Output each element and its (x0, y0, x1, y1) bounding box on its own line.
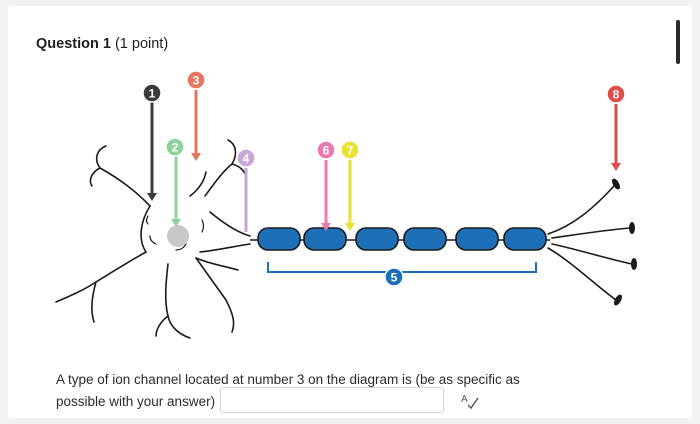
label-1-badge: 1 (142, 83, 162, 103)
svg-text:A: A (461, 394, 468, 405)
question-number: Question 1 (36, 36, 111, 52)
question-points: (1 point) (114, 36, 169, 52)
label-6-badge: 6 (316, 140, 336, 160)
question-prompt: A type of ion channel located at number … (56, 372, 520, 409)
label-3-text: 3 (193, 74, 200, 88)
axon-terminals (612, 178, 637, 306)
label-pointers (150, 90, 618, 232)
label-6-text: 6 (323, 144, 330, 158)
myelin-sheath (257, 227, 547, 251)
label-2-text: 2 (172, 141, 179, 155)
scrollbar-thumb[interactable] (676, 20, 680, 64)
label-5-text: 5 (391, 271, 398, 285)
label-8-text: 8 (613, 88, 620, 102)
label-4-text: 4 (243, 152, 250, 166)
answer-input[interactable] (220, 387, 444, 413)
pointer-arrowheads (147, 153, 621, 231)
myelin-bracket (267, 262, 537, 273)
nucleus (167, 225, 189, 247)
label-5-badge: 5 (384, 267, 404, 287)
label-3-badge: 3 (186, 70, 206, 90)
label-circles: 1 2 3 4 5 6 7 8 (142, 70, 626, 287)
neuron-outline (55, 139, 633, 339)
question-title: Question 1 (1 point) (36, 36, 168, 52)
label-1-text: 1 (149, 87, 156, 101)
label-4-badge: 4 (236, 148, 256, 168)
label-8-badge: 8 (606, 84, 626, 104)
label-7-badge: 7 (340, 140, 360, 160)
spellcheck-icon[interactable]: A (460, 392, 480, 410)
label-7-text: 7 (347, 144, 354, 158)
label-2-badge: 2 (165, 137, 185, 157)
